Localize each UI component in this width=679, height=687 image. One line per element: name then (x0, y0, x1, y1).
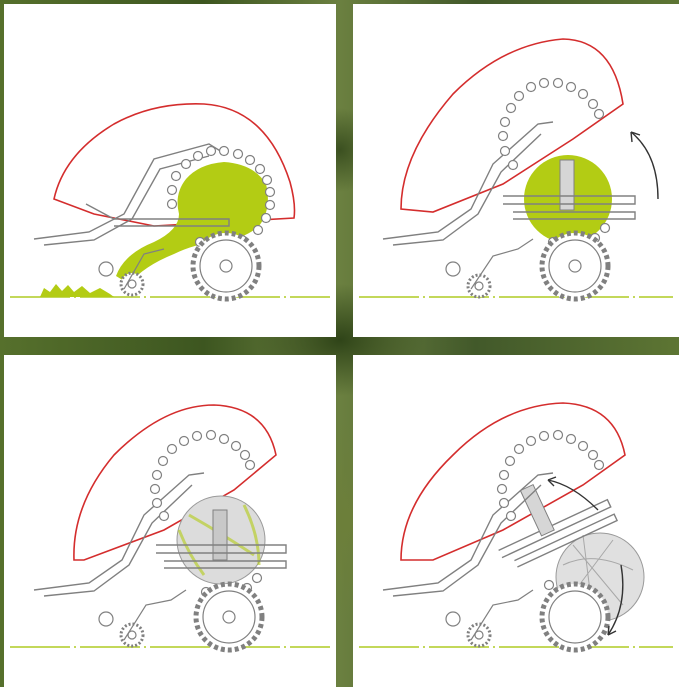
net-roll (212, 509, 228, 561)
pickup-wheel (445, 611, 492, 648)
frame-bed (85, 203, 230, 227)
net-strands (562, 534, 634, 616)
frame-bed (503, 195, 636, 220)
pickup-frame (123, 248, 165, 290)
chamber-outline (73, 404, 277, 561)
crop-bale-forming (116, 162, 268, 284)
pickup-frame (470, 238, 534, 290)
wheel (193, 581, 265, 653)
arrow-up-icon (630, 131, 659, 200)
panel-bale-full (353, 4, 679, 337)
wheel (190, 230, 262, 302)
crop-swath (40, 284, 114, 297)
wheel (539, 230, 611, 302)
wheel (539, 581, 611, 653)
pickup-wheel (98, 261, 145, 297)
frame-bed (156, 544, 287, 569)
frame-arm (382, 121, 554, 246)
chamber-outline (53, 103, 296, 227)
baler-diagram-1 (10, 103, 330, 302)
arrowhead-icon (547, 476, 557, 487)
chamber-outline (400, 402, 626, 561)
baler-diagram-2 (359, 38, 673, 302)
pickup-wheel (445, 261, 492, 299)
frame-arm (382, 472, 554, 597)
baler-diagram-4 (359, 402, 673, 653)
panel-bale-ejection (353, 355, 679, 687)
net-roll (559, 159, 575, 211)
arrowhead-icon (607, 625, 617, 636)
pickup-frame (123, 589, 187, 641)
arrow-up-icon (547, 479, 599, 511)
panel-net-wrapping (4, 355, 336, 687)
pickup-frame (470, 589, 534, 641)
baler-diagram-3 (10, 404, 330, 653)
arrow-down-icon (607, 564, 624, 636)
chamber-outline (400, 38, 624, 213)
frame-arm (33, 472, 205, 597)
arrowhead-icon (630, 131, 641, 143)
panel-pickup-forming (4, 4, 336, 337)
pickup-wheel (98, 611, 145, 648)
